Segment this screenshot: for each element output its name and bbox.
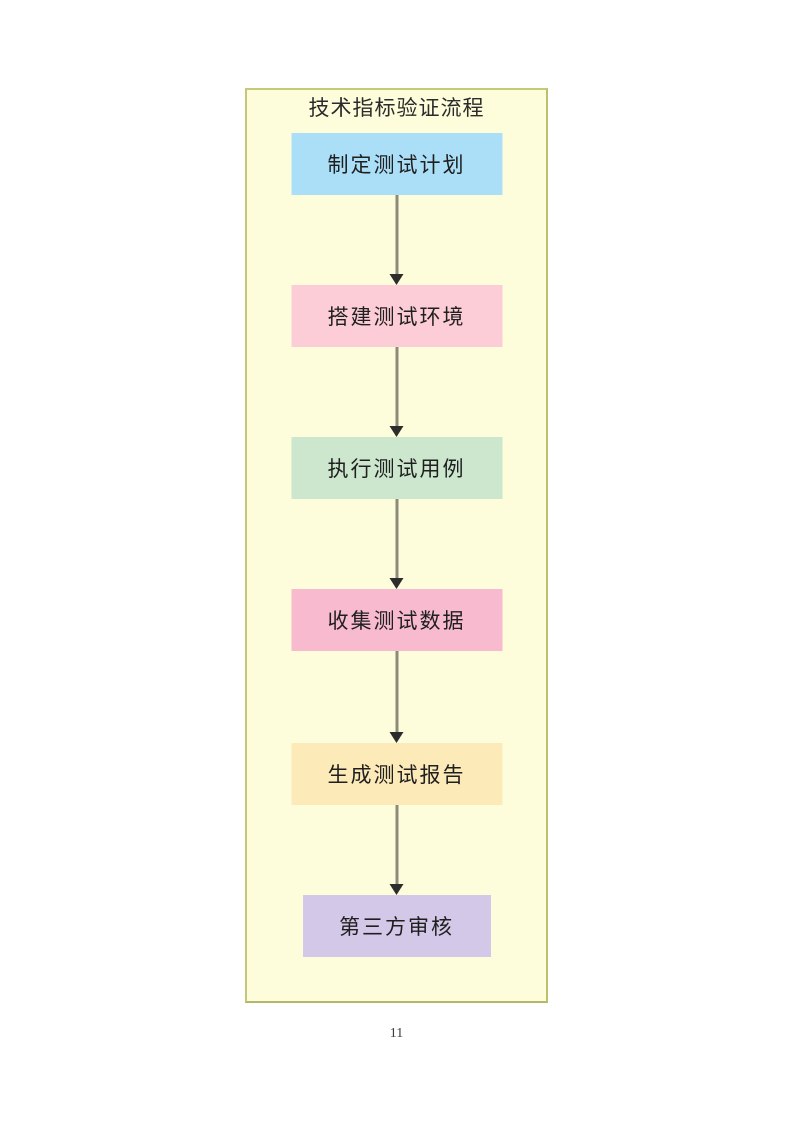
page-number: 11 (389, 1026, 404, 1041)
arrow-line (395, 805, 398, 884)
flow-arrow (389, 347, 404, 437)
flow-step-label: 制定测试计划 (327, 154, 466, 177)
flow-step-label: 第三方审核 (339, 916, 454, 939)
arrow-line (395, 651, 398, 732)
flow-step-label: 搭建测试环境 (327, 306, 466, 329)
flow-step-label: 生成测试报告 (327, 764, 466, 787)
arrow-down-icon (389, 732, 404, 743)
flow-arrow (389, 651, 404, 743)
arrow-line (395, 499, 398, 578)
flow-step-2: 搭建测试环境 (291, 285, 502, 347)
flow-arrow (389, 499, 404, 589)
arrow-down-icon (389, 426, 404, 437)
flowchart-title: 技术指标验证流程 (308, 97, 485, 120)
arrow-down-icon (389, 274, 404, 285)
flow-step-1: 制定测试计划 (291, 133, 502, 195)
flow-arrow (389, 195, 404, 285)
flow-step-5: 生成测试报告 (291, 743, 502, 805)
flow-step-3: 执行测试用例 (291, 437, 502, 499)
arrow-down-icon (389, 884, 404, 895)
arrow-line (395, 347, 398, 426)
flowchart-container: 技术指标验证流程 制定测试计划 搭建测试环境 执行测试用例 收集测试数据 (245, 88, 548, 1003)
flow-step-label: 执行测试用例 (327, 458, 466, 481)
flow-step-label: 收集测试数据 (327, 610, 466, 633)
flow-step-4: 收集测试数据 (291, 589, 502, 651)
arrow-down-icon (389, 578, 404, 589)
flow-step-6: 第三方审核 (302, 895, 491, 957)
flow-arrow (389, 805, 404, 895)
arrow-line (395, 195, 398, 274)
